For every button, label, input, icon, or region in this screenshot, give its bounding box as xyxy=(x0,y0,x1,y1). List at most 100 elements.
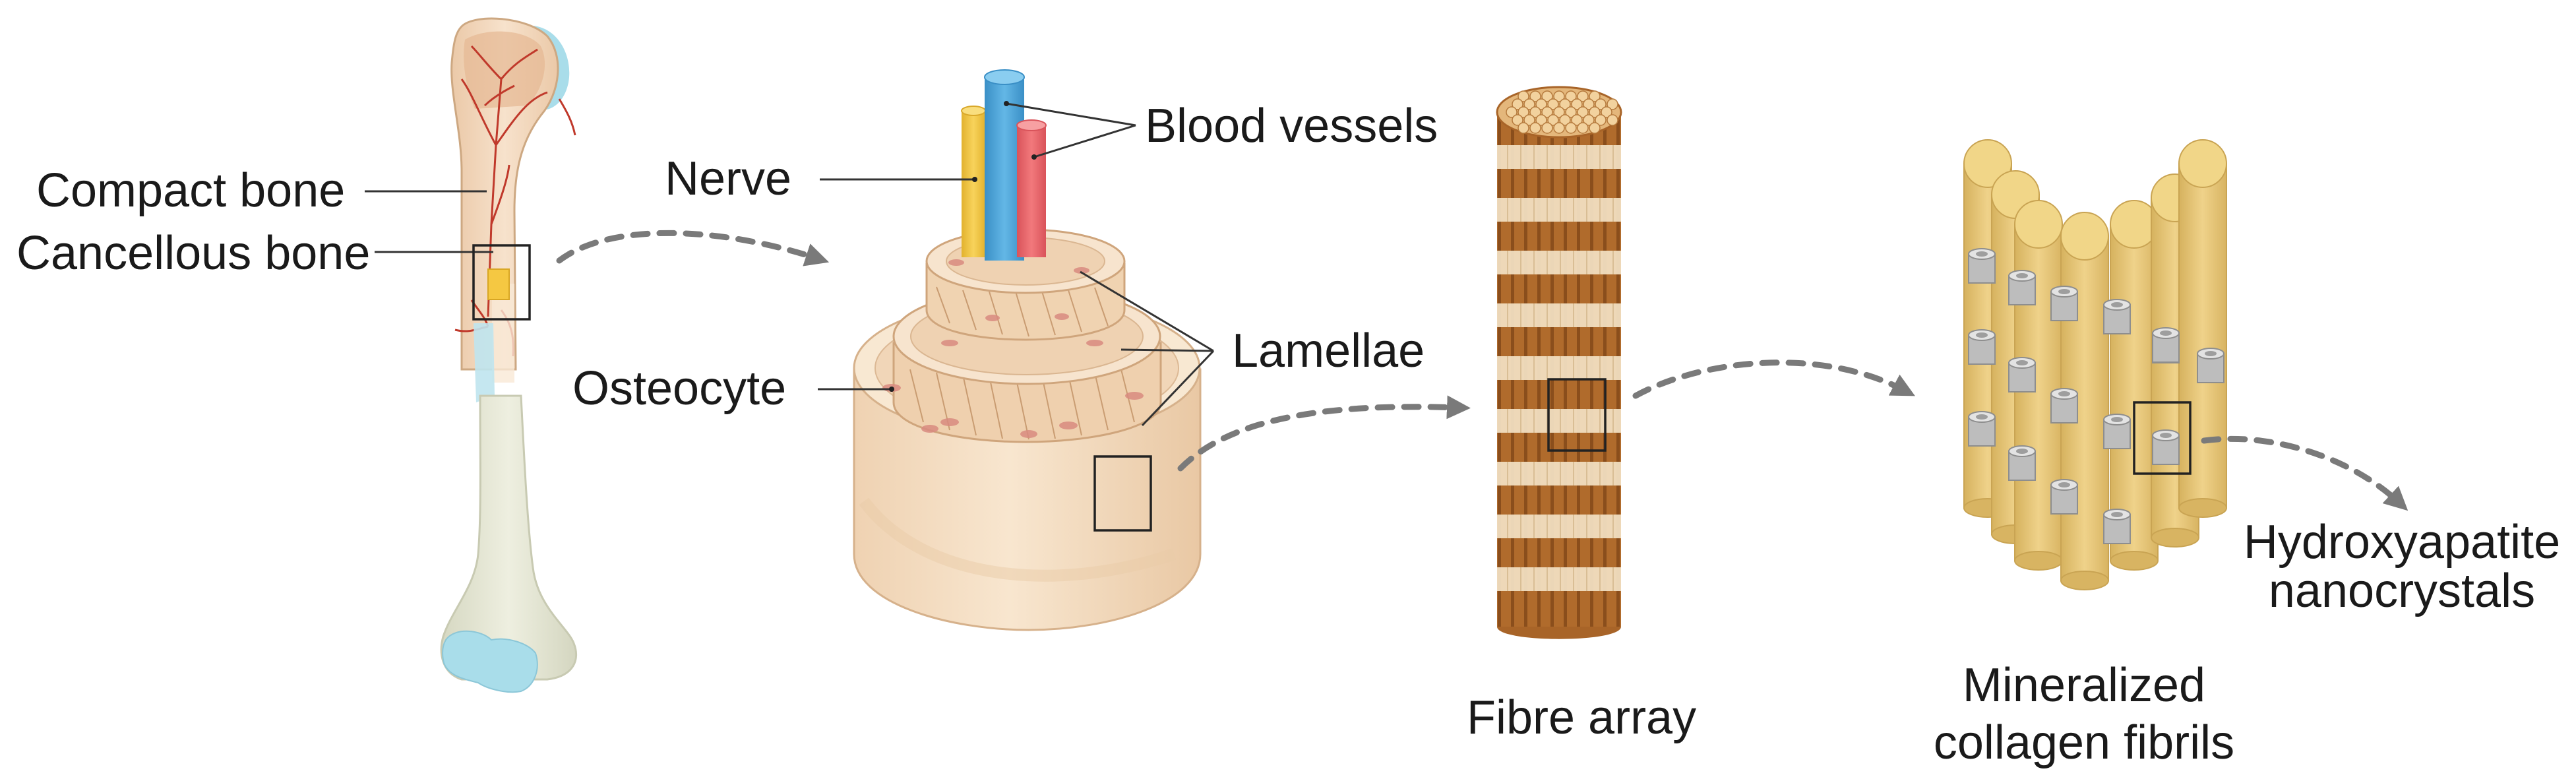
fibre-top-dot xyxy=(1529,90,1541,102)
flow-arrow-1 xyxy=(556,230,830,266)
fibre-top-dot xyxy=(1565,90,1577,102)
label-blood-vessels: Blood vessels xyxy=(1145,100,1438,152)
osteon-shading xyxy=(859,497,1176,582)
hydroxyapatite-crystals xyxy=(1968,248,2224,544)
collagen-fibril-bottom xyxy=(2110,551,2159,571)
flow-arrow-4 xyxy=(2201,435,2408,511)
nerve-leader-dot xyxy=(972,177,977,182)
lamellae-leader-2 xyxy=(1120,348,1214,352)
fibre-top-dot xyxy=(1518,90,1529,102)
fibre-top-dots xyxy=(1506,90,1618,134)
hydroxyapatite-crystal-hole xyxy=(1976,414,1988,420)
osteocyte-leader-dot xyxy=(889,387,894,392)
fibre-top-dot xyxy=(1571,114,1583,126)
collagen-fibril-bottom xyxy=(2060,571,2109,590)
fibre-top-dot xyxy=(1541,106,1553,118)
fibre-top-dot xyxy=(1601,106,1612,118)
osteon-zoom-box xyxy=(1093,455,1152,532)
fibre-top-dot xyxy=(1518,106,1529,118)
collagen-fibril-bottom xyxy=(2151,528,2199,548)
collagen-fibril-bottom xyxy=(2014,551,2063,571)
hydroxyapatite-crystal xyxy=(2050,393,2078,423)
blood-vessel-red xyxy=(1017,125,1046,257)
fibre-light-band xyxy=(1497,198,1621,222)
spongy-bone-texture xyxy=(464,31,545,109)
nerve-tube xyxy=(962,111,985,257)
fibre-bottom xyxy=(1497,627,1621,639)
hydroxyapatite-crystal-hole xyxy=(2111,302,2123,307)
fibre-top-dot xyxy=(1577,122,1589,134)
nerve-tube-top xyxy=(961,106,986,116)
fibre-light-band xyxy=(1497,515,1621,538)
fibre-top-dot xyxy=(1583,114,1595,126)
vessel-leader-1 xyxy=(1006,102,1136,127)
label-osteocyte: Osteocyte xyxy=(572,362,786,415)
fibre-top-dot xyxy=(1565,122,1577,134)
fibre-top-dot xyxy=(1559,114,1571,126)
fibre-light-bands xyxy=(1497,145,1621,591)
bone-zoom-box xyxy=(472,244,531,321)
top-tier-lines xyxy=(936,286,1109,337)
collagen-fibril-top xyxy=(1963,139,2012,188)
hydroxyapatite-crystal-hole xyxy=(1976,332,1988,338)
fibre-top-dot xyxy=(1512,114,1523,126)
label-nerve: Nerve xyxy=(665,152,791,205)
middle-tier-lines xyxy=(909,369,1135,440)
blood-vessel-red-top xyxy=(1016,119,1047,131)
fibre-top-dot xyxy=(1547,114,1559,126)
fibre-top-dot xyxy=(1607,114,1618,126)
fibre-top-dot xyxy=(1535,98,1547,110)
fibre-top-dot xyxy=(1589,90,1601,102)
flow-arrow-3 xyxy=(1632,360,1915,399)
fibre-light-band xyxy=(1497,356,1621,380)
fibre-light-band xyxy=(1497,251,1621,274)
fibre-top-dot xyxy=(1559,98,1571,110)
fibre-top-dot xyxy=(1553,90,1565,102)
label-compact-bone: Compact bone xyxy=(36,164,345,217)
fibre-array xyxy=(1496,86,1622,639)
lamellae-leader-1 xyxy=(1080,270,1214,352)
hydroxyapatite-crystal-hole xyxy=(2160,330,2172,336)
blood-vessel-blue-top xyxy=(984,69,1025,85)
fibre-top-dot xyxy=(1518,122,1529,134)
collagen-fibril-top xyxy=(2014,200,2063,249)
hydroxyapatite-crystal-hole xyxy=(2016,449,2028,454)
hydroxyapatite-crystal-hole xyxy=(2058,289,2070,294)
fibre-top-dot xyxy=(1577,106,1589,118)
collagen-fibrils xyxy=(1963,139,2227,590)
label-lamellae: Lamellae xyxy=(1232,325,1425,377)
fibre-top-dot xyxy=(1607,98,1618,110)
fibre-top-dot xyxy=(1541,90,1553,102)
hydroxyapatite-crystal-hole xyxy=(2111,512,2123,517)
periosteum-strip xyxy=(474,323,495,402)
fibre-top-dot xyxy=(1565,106,1577,118)
hydroxyapatite-crystal-hole xyxy=(2205,351,2217,356)
label-cancellous-bone: Cancellous bone xyxy=(16,227,370,280)
fibre-top-dot xyxy=(1512,98,1523,110)
fibre-top-dot xyxy=(1523,98,1535,110)
hydroxyapatite-crystal-hole xyxy=(2016,360,2028,365)
osteocyte-spots xyxy=(882,259,1144,438)
fibre-top-dot xyxy=(1577,90,1589,102)
label-fibre-array: Fibre array xyxy=(1467,691,1696,744)
osteon xyxy=(818,69,1215,631)
fibre-top-dot xyxy=(1589,106,1601,118)
label-nanocrystals: nanocrystals xyxy=(2269,565,2535,617)
fibre-top-dot xyxy=(1595,98,1607,110)
label-mineralized: Mineralized xyxy=(1963,659,2205,712)
fibre-top-dot xyxy=(1506,106,1518,118)
fibre-top-dot xyxy=(1529,106,1541,118)
fibre-top-dot xyxy=(1547,98,1559,110)
fibre-top-dot xyxy=(1523,114,1535,126)
collagen-fibril-top xyxy=(2178,139,2227,188)
fibre-top-dot xyxy=(1535,114,1547,126)
fibre-top-dot xyxy=(1529,122,1541,134)
fibre-light-band xyxy=(1497,409,1621,433)
fibre-top-dot xyxy=(1583,98,1595,110)
hydroxyapatite-crystal-hole xyxy=(2111,417,2123,422)
fibre-zoom-box xyxy=(1547,378,1607,452)
vessel-leader-dot-1 xyxy=(1004,101,1009,106)
hydroxyapatite-crystal-hole xyxy=(2058,482,2070,487)
hydroxyapatite-crystal-hole xyxy=(2160,433,2172,438)
fibre-top-dot xyxy=(1553,106,1565,118)
